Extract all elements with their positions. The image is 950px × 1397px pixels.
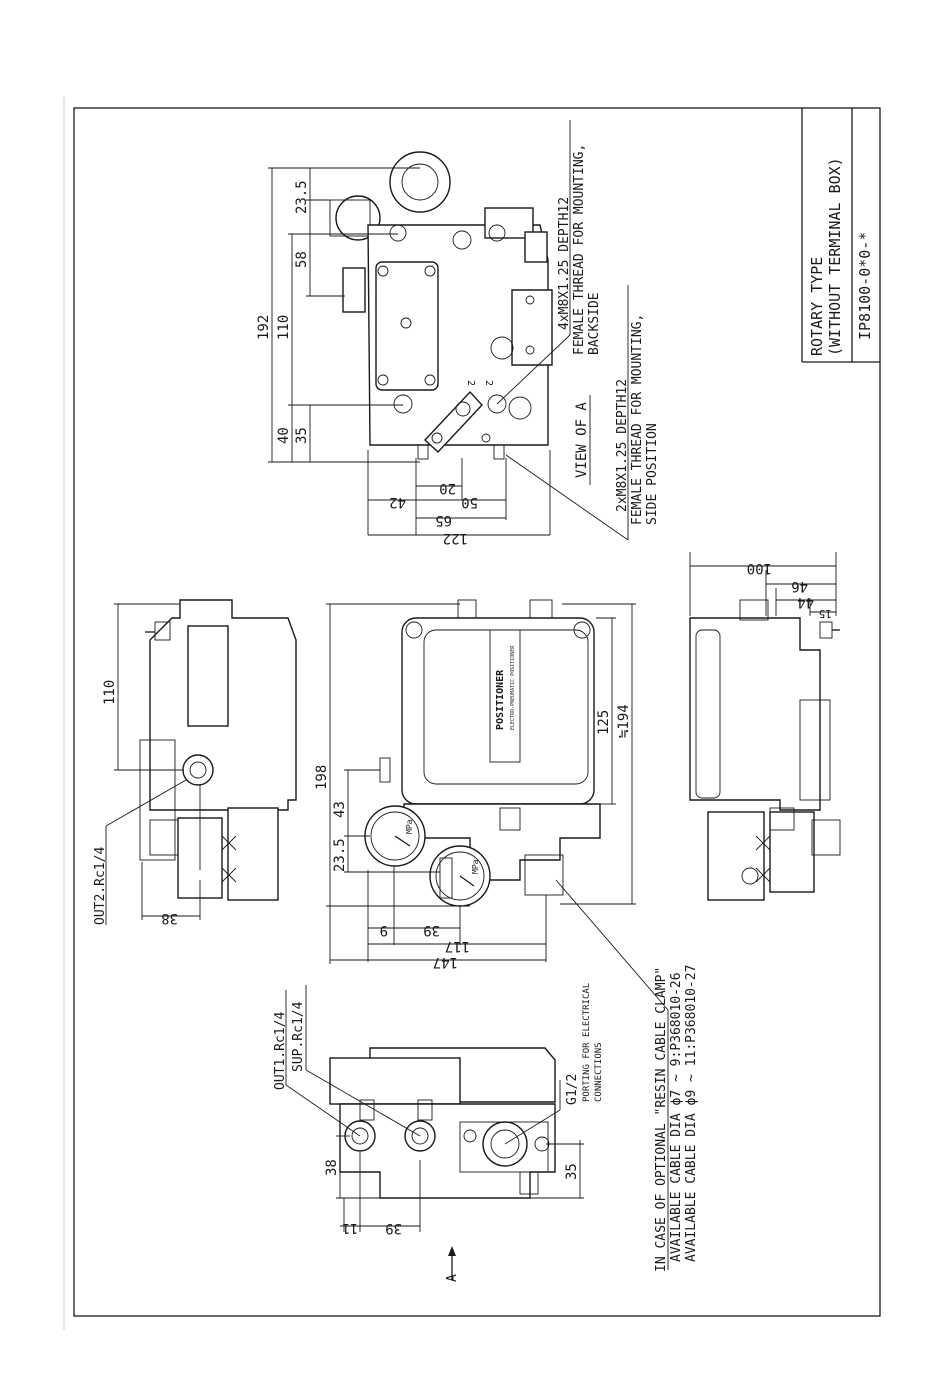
port-g12: G1/2 (565, 1074, 580, 1105)
dim-122: 122 (443, 530, 468, 546)
port-sup: SUP.Rc1/4 (291, 1001, 306, 1072)
dim-50: 50 (461, 494, 478, 510)
dim-110-left: 110 (102, 680, 118, 705)
drawing-border (73, 107, 881, 1317)
view-a-label-2b: 2 (483, 380, 494, 386)
dim-44: 44 (797, 594, 814, 610)
dim-100: 100 (747, 560, 772, 576)
left-side-view: 110 38 OUT2.Rc1/4 (93, 599, 297, 926)
view-a-title: VIEW OF A (574, 402, 590, 478)
cable-note-line2: AVAILABLE CABLE DIA ϕ7 ~ 9:P368010-26 (669, 972, 684, 1262)
dim-38-bottom: 38 (324, 1159, 340, 1176)
dim-58: 58 (294, 251, 310, 268)
dim-35-bottom: 35 (564, 1163, 580, 1180)
dim-192: 192 (256, 315, 272, 340)
cable-note-line1: IN CASE OF OPTIONAL "RESIN CABLE CLAMP" (654, 967, 669, 1272)
port-note-line2: CONNECTIONS (594, 1042, 604, 1102)
dim-117: 117 (445, 938, 470, 954)
note1-line1: 4xM8X1.25 DEPTH12 (557, 197, 572, 330)
view-a-drawing: 2 2 23.5 58 192 110 40 35 20 42 50 65 12 (256, 120, 629, 546)
dim-35-a: 35 (294, 427, 310, 444)
dim-46: 46 (791, 578, 808, 594)
title-line-1: ROTARY TYPE (808, 257, 826, 356)
dim-15: 15 (819, 607, 832, 620)
front-view: POSITIONER ELECTRO-PNEUMATIC POSITIONER … (314, 599, 669, 1270)
positioner-subbadge: ELECTRO-PNEUMATIC POSITIONER (510, 645, 516, 730)
dim-11: 11 (342, 1220, 358, 1235)
bottom-view: 38 35 11 39 A (285, 985, 584, 1282)
dim-40: 40 (276, 427, 292, 444)
note2-line3: SIDE POSITION (645, 423, 660, 525)
port-note-line1: PORTING FOR ELECTRICAL (582, 983, 592, 1102)
arrow-a-label: A (445, 1274, 460, 1282)
gauge-unit-2: MPa (471, 859, 480, 874)
dim-39-bottom: 39 (385, 1220, 402, 1236)
note1-line2: FEMALE THREAD FOR MOUNTING, (572, 144, 587, 355)
port-out1: OUT1.Rc1/4 (273, 1012, 288, 1090)
dim-198: 198 (314, 765, 330, 790)
dim-147: 147 (433, 954, 458, 970)
dim-110-a: 110 (276, 315, 292, 340)
model-number: IP8100-0*0-* (856, 232, 874, 340)
dim-38-left: 38 (161, 910, 178, 926)
view-a-label-2a: 2 (465, 380, 476, 386)
dim-65: 65 (435, 512, 452, 528)
note2-line1: 2xM8X1.25 DEPTH12 (615, 379, 630, 512)
dim-125: 125 (596, 710, 612, 735)
positioner-badge: POSITIONER (495, 669, 506, 730)
note1-line3: BACKSIDE (587, 292, 602, 355)
dim-42: 42 (389, 494, 406, 510)
dim-194: ≒194 (616, 704, 632, 738)
port-out2: OUT2.Rc1/4 (93, 847, 108, 925)
gauge-unit-1: MPa (405, 819, 414, 834)
title-line-2: (WITHOUT TERMINAL BOX) (826, 157, 844, 356)
cable-note-line3: AVAILABLE CABLE DIA ϕ9 ~ 11:P368010-27 (684, 965, 699, 1262)
dim-20: 20 (439, 480, 456, 496)
dim-23-5-front: 23.5 (332, 838, 348, 872)
dim-9: 9 (380, 922, 388, 938)
right-side-view: 100 46 44 15 (689, 552, 841, 901)
dim-39-front: 39 (423, 922, 440, 938)
dim-23-5-top: 23.5 (294, 180, 310, 214)
dim-43: 43 (332, 801, 348, 818)
note2-line2: FEMALE THREAD FOR MOUNTING, (630, 314, 645, 525)
title-block: ROTARY TYPE (WITHOUT TERMINAL BOX) IP810… (801, 108, 880, 363)
